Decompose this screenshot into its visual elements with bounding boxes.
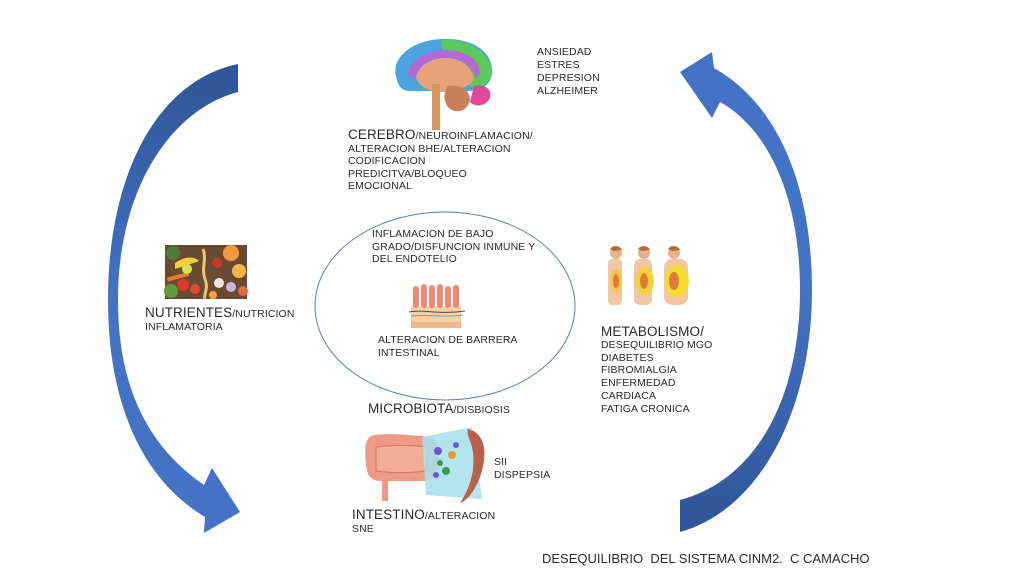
cerebro-label: CEREBRO/NEUROINFLAMACION/ ALTERACION BHE…: [348, 127, 533, 193]
cerebro-line: CODIFICACION: [348, 155, 426, 168]
intestine-conditions: SII DISPEPSIA: [494, 456, 550, 482]
microbiota-suffix: /DISBIOSIS: [453, 404, 510, 416]
metabolismo-line: DESEQUILIBRIO MGO: [601, 338, 713, 351]
barrier-line: ALTERACION DE BARRERA: [378, 334, 518, 346]
intestine-icon: [365, 427, 485, 503]
nutrientes-title: NUTRIENTES: [145, 305, 233, 320]
metabolismo-line: DIABETES: [601, 351, 654, 364]
nutrientes-suffix: /NUTRICION: [232, 308, 295, 320]
condition-item: ALZHEIMER: [537, 85, 598, 97]
cerebro-title: CEREBRO: [348, 127, 416, 142]
intestino-label: INTESTINO/ALTERACION SNE: [352, 507, 496, 535]
cerebro-suffix: /NEUROINFLAMACION/: [415, 130, 533, 142]
microbiota-label: MICROBIOTA/DISBIOSIS: [368, 401, 510, 417]
brain-conditions-list: ANSIEDAD ESTRES DEPRESION ALZHEIMER: [537, 46, 600, 98]
metabolismo-line: ENFERMEDAD: [601, 377, 676, 390]
barrier-text: ALTERACION DE BARRERA INTESTINAL: [378, 334, 518, 359]
metabolismo-title: METABOLISMO/: [601, 324, 704, 339]
inflammation-line: INFLAMACION DE BAJO: [372, 228, 494, 240]
condition-item: DEPRESION: [537, 72, 600, 84]
nutrientes-label: NUTRIENTES/NUTRICION INFLAMATORIA: [145, 305, 295, 333]
metabolismo-line: FIBROMIALGIA: [601, 364, 677, 377]
brain-icon: [395, 38, 493, 130]
microbiota-title: MICROBIOTA: [368, 401, 454, 416]
intestino-line2: SNE: [352, 522, 374, 535]
intestino-title: INTESTINO: [352, 507, 425, 522]
right-arrow-body: [680, 52, 812, 532]
food-icon: [164, 245, 248, 300]
metabolismo-line: CARDIACA: [601, 389, 657, 402]
inflammation-line: GRADO/DISFUNCION INMUNE Y: [372, 240, 536, 253]
metabolismo-label: METABOLISMO/ DESEQUILIBRIO MGO DIABETES …: [601, 324, 713, 416]
condition-item: ESTRES: [537, 59, 580, 71]
footer-caption: DESEQUILIBRIO DEL SISTEMA CINM2. C CAMAC…: [542, 551, 870, 566]
barrier-line: INTESTINAL: [378, 346, 440, 359]
condition-item: ANSIEDAD: [537, 46, 592, 58]
nutrientes-line2: INFLAMATORIA: [145, 320, 223, 333]
inflammation-line: DEL ENDOTELIO: [372, 253, 457, 265]
left-arrow-body: [108, 64, 240, 533]
inflammation-text: INFLAMACION DE BAJO GRADO/DISFUNCION INM…: [372, 228, 535, 266]
condition-item: SII: [494, 456, 508, 468]
condition-item: DISPEPSIA: [494, 469, 551, 481]
cerebro-line: EMOCIONAL: [348, 180, 412, 193]
intestinal-villi-icon: [408, 284, 466, 328]
metabolismo-line: FATIGA CRONICA: [601, 402, 690, 415]
obesity-figures-icon: [608, 246, 689, 305]
cerebro-line: ALTERACION BHE/ALTERACION: [348, 142, 511, 155]
cerebro-line: PREDICITVA/BLOQUEO: [348, 167, 467, 180]
intestino-suffix: /ALTERACION: [424, 510, 496, 522]
